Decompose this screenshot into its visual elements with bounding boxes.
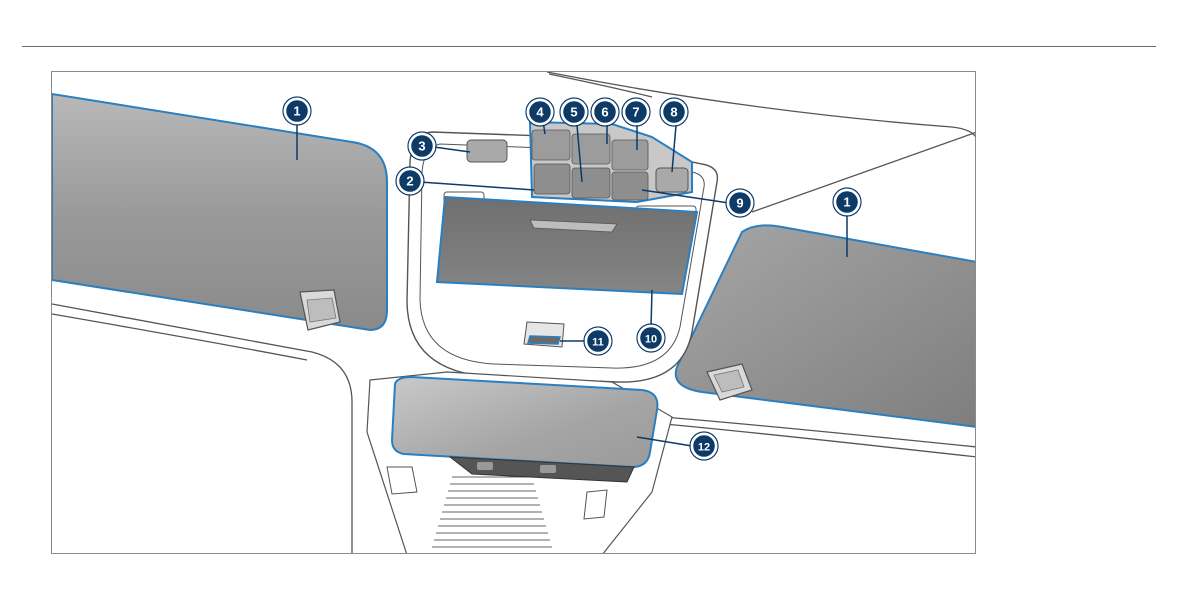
glasses-compartment[interactable] <box>437 197 697 294</box>
callout-number: 1 <box>293 104 300 119</box>
callout-number: 6 <box>601 105 608 120</box>
callout-number: 5 <box>570 105 577 120</box>
callout-4: 4 <box>526 98 554 126</box>
callout-1: 1 <box>283 97 311 125</box>
callout-number: 4 <box>536 105 544 120</box>
callout-number: 8 <box>670 105 677 120</box>
callout-number: 11 <box>592 337 604 349</box>
callout-number: 7 <box>632 105 639 120</box>
callout-8: 8 <box>660 98 688 126</box>
callout-5: 5 <box>560 98 588 126</box>
callout-number: 3 <box>418 139 425 154</box>
rear-view-mirror <box>367 372 672 554</box>
button-7[interactable] <box>612 140 648 170</box>
button-9[interactable] <box>612 172 648 200</box>
button-2[interactable] <box>534 164 570 194</box>
callout-11: 11 <box>584 327 612 355</box>
callout-2: 2 <box>396 167 424 195</box>
sun-visor-left <box>52 94 387 330</box>
overhead-control-panel <box>407 122 717 382</box>
callout-10: 10 <box>637 324 665 352</box>
callout-9: 9 <box>726 189 754 217</box>
callout-number: 1 <box>843 195 850 210</box>
callout-12: 12 <box>690 432 718 460</box>
callout-7: 7 <box>622 98 650 126</box>
switch[interactable] <box>528 336 560 344</box>
callout-number: 10 <box>645 334 657 346</box>
header-rule <box>22 46 1156 47</box>
callout-6: 6 <box>591 98 619 126</box>
callout-3: 3 <box>408 132 436 160</box>
callout-number: 12 <box>698 442 710 454</box>
button-5[interactable] <box>572 168 610 198</box>
button-3[interactable] <box>467 140 507 162</box>
sun-visor-right <box>676 225 976 427</box>
button-4[interactable] <box>532 130 570 160</box>
callout-number: 2 <box>406 174 413 189</box>
callout-1: 1 <box>833 188 861 216</box>
callout-number: 9 <box>736 196 743 211</box>
